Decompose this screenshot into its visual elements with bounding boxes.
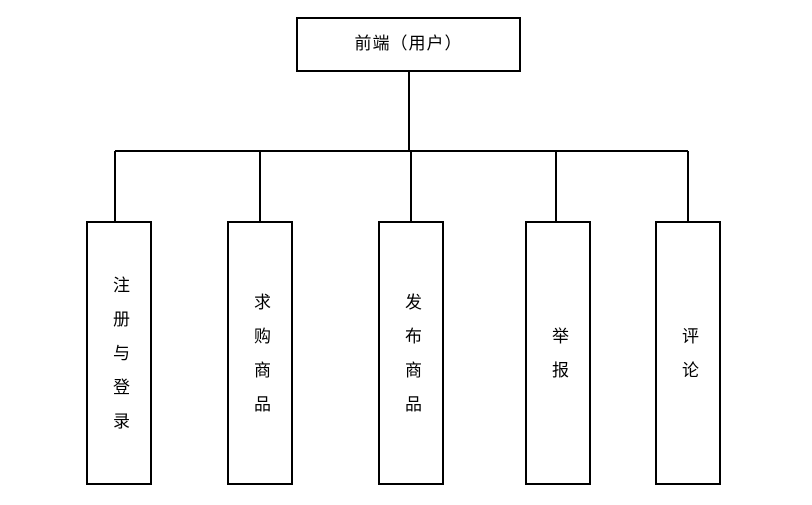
- node-publish-goods[interactable]: 发布商品: [378, 221, 444, 485]
- node-request-purchase-goods[interactable]: 求购商品: [227, 221, 293, 485]
- node-register-login[interactable]: 注册与登录: [86, 221, 152, 485]
- node-comment[interactable]: 评论: [655, 221, 721, 485]
- node-root-frontend-user[interactable]: 前端（用户）: [296, 17, 521, 72]
- node-label-publish-goods: 发布商品: [401, 293, 421, 429]
- node-label-report: 举报: [548, 327, 568, 395]
- node-label-register-login: 注册与登录: [109, 276, 129, 446]
- node-label-comment: 评论: [678, 327, 698, 395]
- node-report[interactable]: 举报: [525, 221, 591, 485]
- node-root-label: 前端（用户）: [354, 34, 463, 54]
- node-label-request-purchase-goods: 求购商品: [250, 293, 270, 429]
